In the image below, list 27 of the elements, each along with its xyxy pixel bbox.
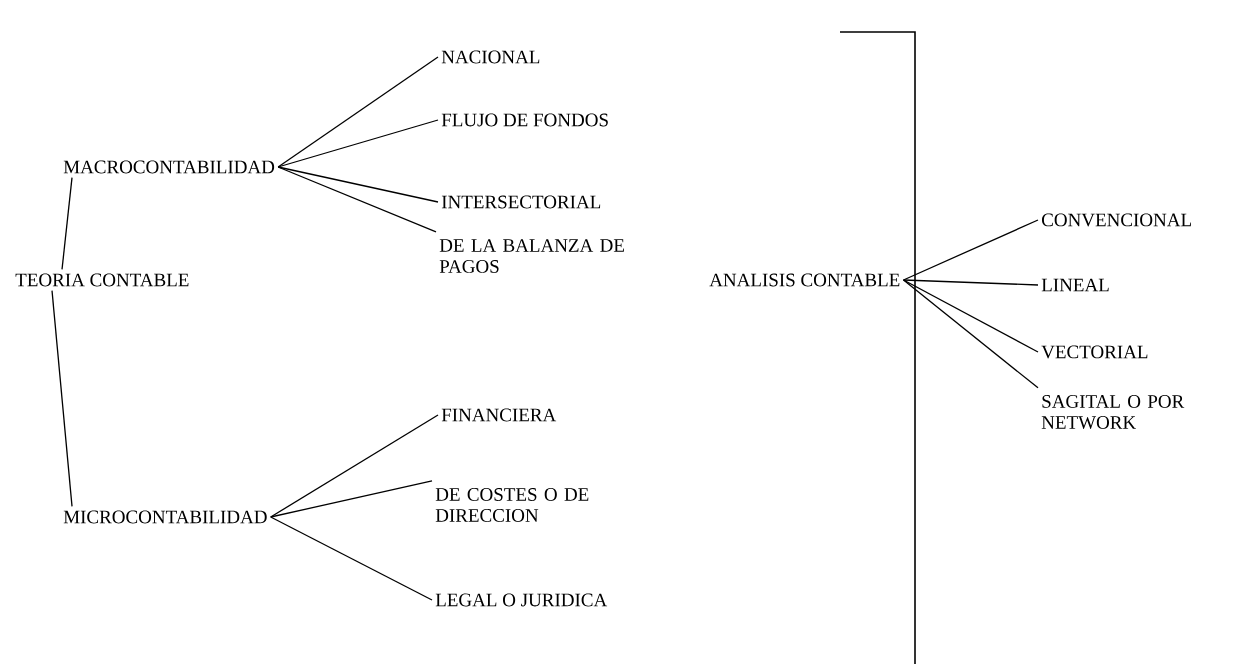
branch-label: DE LA BALANZA DE PAGOS [439, 239, 624, 273]
branch-label: LINEAL [1041, 278, 1109, 292]
branch-line [902, 279, 1039, 389]
branch-label: DE COSTES O DE DIRECCION [435, 488, 589, 522]
branch-label: MICROCONTABILIDAD [63, 510, 267, 524]
branch-label: TEORIA CONTABLE [15, 273, 189, 287]
branch-label: INTERSECTORIAL [441, 195, 601, 209]
branch-label: VECTORIAL [1041, 345, 1148, 359]
branch-label: SAGITAL O POR NETWORK [1041, 395, 1185, 429]
branch-line [277, 56, 439, 168]
branch-label: CONVENCIONAL [1042, 213, 1191, 227]
branch-label: FLUJO DE FONDOS [441, 113, 608, 127]
branch-label: MACROCONTABILIDAD [63, 160, 275, 174]
branch-line [902, 219, 1039, 281]
branch-line [270, 480, 433, 518]
branch-line [51, 289, 73, 508]
branch-label: FINANCIERA [441, 408, 557, 422]
branch-line [902, 279, 1039, 286]
branch-line [277, 119, 439, 168]
branch-line [902, 279, 1039, 353]
branch-label: LEGAL O JURIDICA [435, 593, 608, 607]
branch-line [61, 176, 73, 271]
branch-line [277, 166, 437, 233]
branch-line [270, 414, 439, 518]
branch-label: ANALISIS CONTABLE [709, 273, 900, 287]
branch-line [270, 516, 433, 601]
branch-label: NACIONAL [441, 50, 540, 64]
